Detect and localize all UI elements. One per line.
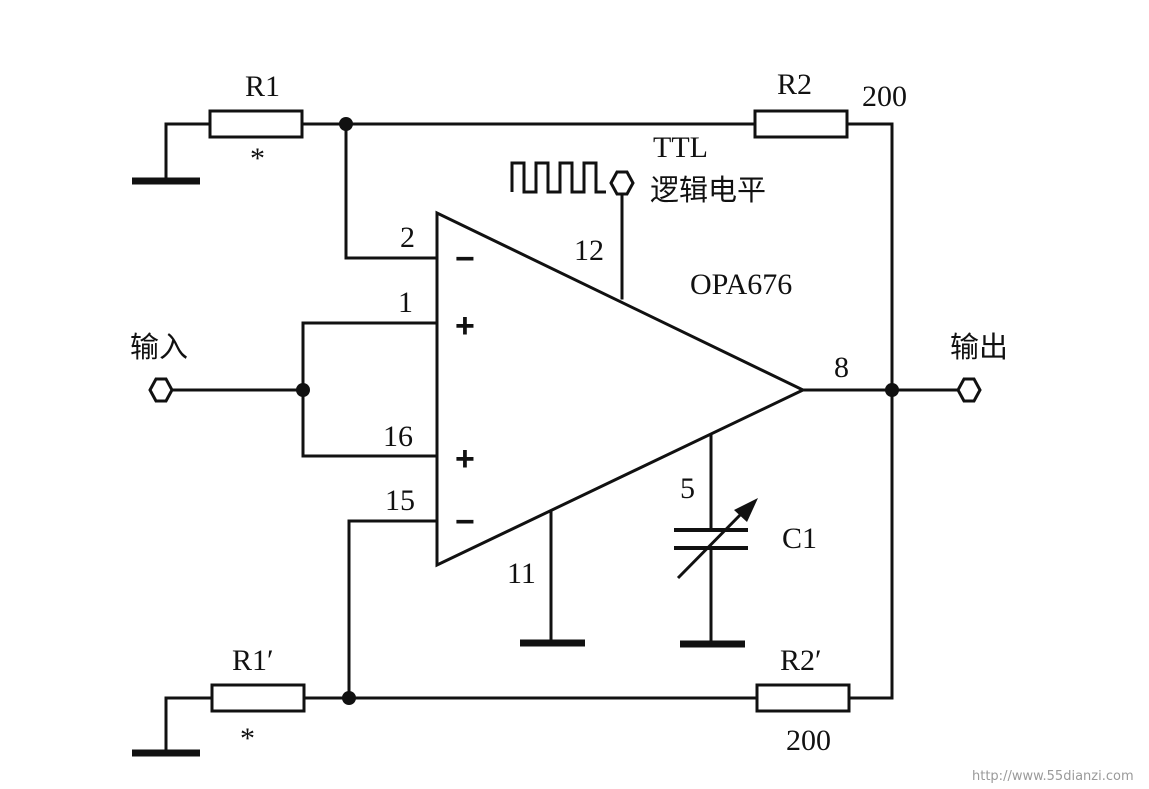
- feedback-right-rail: [845, 122, 894, 700]
- minus-sign-pin15: −: [455, 503, 475, 541]
- junction-dot-output: [885, 383, 899, 397]
- plus-sign-pin1: +: [455, 307, 475, 345]
- output-label: 输出: [950, 330, 1008, 364]
- pin-11-label: 11: [507, 557, 536, 590]
- input-terminal: [148, 377, 174, 403]
- minus-sign-pin2: −: [455, 240, 475, 278]
- pin-5-label: 5: [680, 472, 695, 505]
- plus-sign-pin16: +: [455, 440, 475, 478]
- r1-prime-ground-lead: [164, 696, 214, 754]
- input-label: 输入: [130, 330, 188, 364]
- pin-1-label: 1: [398, 286, 413, 319]
- pin-12-label: 12: [574, 234, 604, 267]
- input-split: [301, 321, 439, 458]
- pin2-lead: [344, 122, 439, 260]
- pin-2-label: 2: [400, 221, 415, 254]
- output-terminal: [956, 377, 982, 403]
- resistor-r2: [753, 109, 849, 139]
- ttl-label: TTL: [653, 131, 708, 164]
- c1-label: C1: [782, 522, 817, 555]
- resistor-r2-prime: [755, 683, 851, 713]
- pin-8-label: 8: [834, 351, 849, 384]
- pin-16-label: 16: [383, 420, 413, 453]
- opamp-triangle: [435, 210, 807, 568]
- resistor-r1: [208, 109, 304, 139]
- r1-note: *: [250, 142, 265, 175]
- r1-prime-label: R1′: [232, 644, 274, 677]
- r2-prime-label: R2′: [780, 644, 822, 677]
- r1-label: R1: [245, 70, 280, 103]
- r2-label: R2: [777, 68, 812, 101]
- capacitor-c1: [674, 498, 758, 580]
- r2-value: 200: [862, 80, 907, 113]
- square-wave-icon: [510, 161, 606, 194]
- resistor-r1-prime: [210, 683, 306, 713]
- opamp-label: OPA676: [690, 268, 792, 301]
- r2-prime-value: 200: [786, 724, 831, 757]
- watermark-text: http://www.55dianzi.com: [972, 769, 1134, 784]
- ttl-terminal: [609, 170, 635, 196]
- r1-prime-note: *: [240, 722, 255, 755]
- junction-dot-top: [339, 117, 353, 131]
- pin15-lead: [347, 519, 439, 700]
- r1-ground-lead: [164, 122, 212, 182]
- pin-15-label: 15: [385, 484, 415, 517]
- logic-level-label: 逻辑电平: [650, 173, 766, 207]
- junction-dot-input: [296, 383, 310, 397]
- wires: [164, 122, 960, 754]
- junction-dot-bottom: [342, 691, 356, 705]
